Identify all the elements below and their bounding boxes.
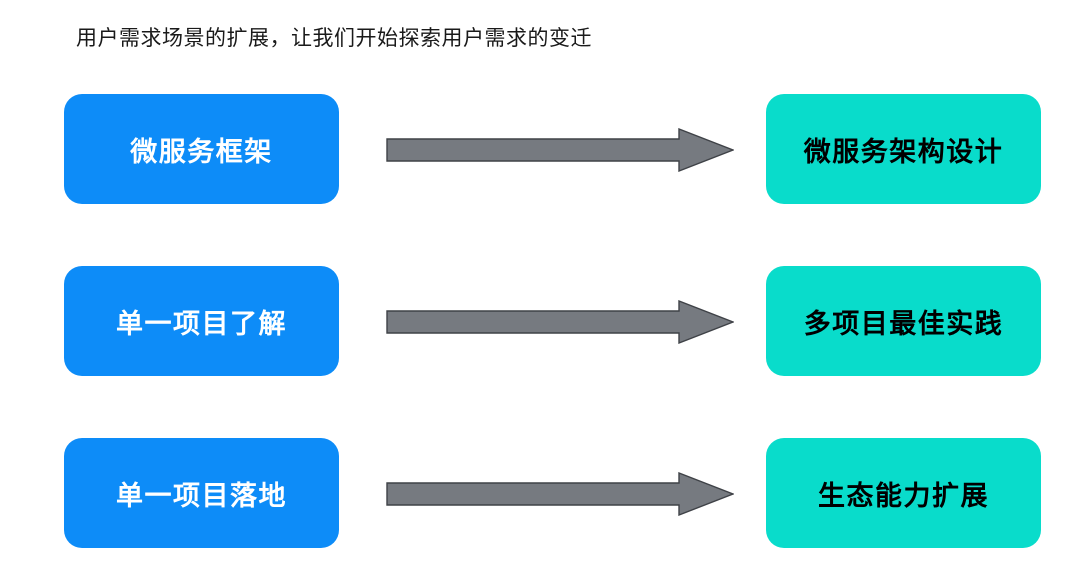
transition-row: 单一项目了解 多项目最佳实践 [0, 266, 1080, 376]
target-box-label: 多项目最佳实践 [803, 308, 1004, 339]
source-box-label: 单一项目落地 [116, 480, 287, 511]
target-box[interactable]: 生态能力扩展 [766, 438, 1041, 548]
arrow-right-icon [386, 300, 734, 344]
target-box-label: 微服务架构设计 [803, 136, 1004, 167]
source-box[interactable]: 微服务框架 [64, 94, 339, 204]
page-title: 用户需求场景的扩展，让我们开始探索用户需求的变迁 [76, 27, 592, 50]
target-box[interactable]: 微服务架构设计 [766, 94, 1041, 204]
arrow-right-icon [386, 128, 734, 172]
transition-row: 微服务框架 微服务架构设计 [0, 94, 1080, 204]
source-box-label: 微服务框架 [130, 136, 273, 167]
transition-row: 单一项目落地 生态能力扩展 [0, 438, 1080, 548]
source-box[interactable]: 单一项目落地 [64, 438, 339, 548]
source-box[interactable]: 单一项目了解 [64, 266, 339, 376]
target-box-label: 生态能力扩展 [818, 480, 989, 511]
arrow-right-icon [386, 472, 734, 516]
target-box[interactable]: 多项目最佳实践 [766, 266, 1041, 376]
source-box-label: 单一项目了解 [116, 308, 287, 339]
